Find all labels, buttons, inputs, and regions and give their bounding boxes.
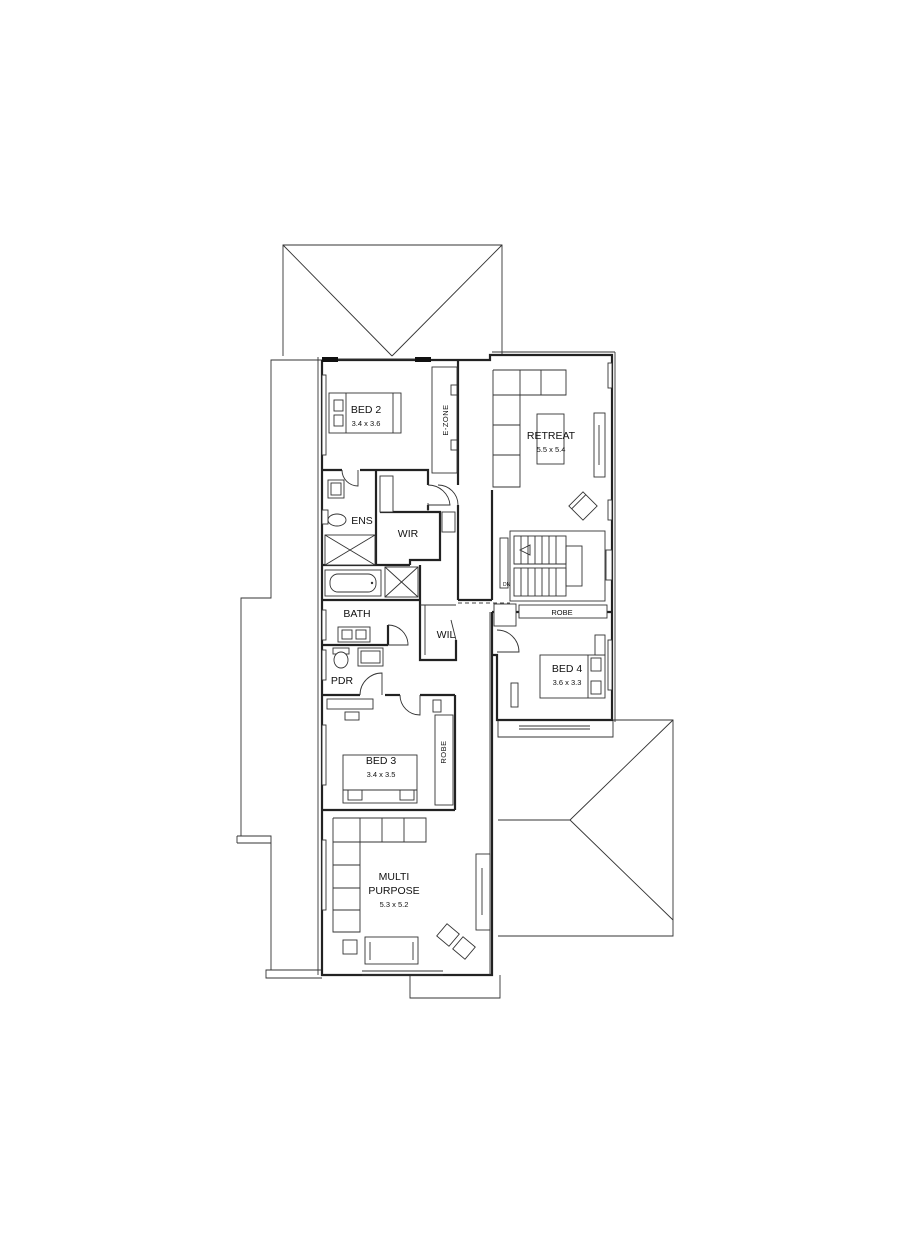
multi-purpose-size: 5.3 x 5.2 [380, 900, 409, 909]
roof-outlines [236, 244, 674, 999]
e-zone-desk [431, 366, 458, 474]
bed3-furniture [321, 698, 454, 806]
stairs-dn-label: DN [503, 582, 511, 588]
bath-fixtures [321, 566, 419, 643]
bed3-label: BED 3 [366, 755, 397, 767]
bed3-size: 3.4 x 3.5 [367, 770, 396, 779]
bed2-size: 3.4 x 3.6 [352, 419, 381, 428]
bed4-furniture [510, 634, 613, 708]
multi-purpose-label-1: MULTI [379, 871, 410, 883]
pdr-fixtures [321, 647, 384, 681]
pdr-label: PDR [331, 675, 354, 687]
robe-label: ROBE [551, 608, 572, 617]
retreat-furniture [492, 362, 613, 521]
retreat-size: 5.5 x 5.4 [537, 445, 566, 454]
wil [420, 604, 457, 655]
stairs [499, 530, 613, 602]
ens-label: ENS [351, 515, 373, 527]
ezone-label: E-ZONE [441, 404, 450, 435]
wir-label: WIR [398, 528, 419, 540]
bath-label: BATH [343, 608, 370, 620]
multi-purpose-label-2: PURPOSE [368, 885, 419, 897]
doors [341, 469, 520, 716]
room-labels: BED 2 3.4 x 3.6 E-ZONE RETREAT 5.5 x 5.4… [331, 404, 582, 909]
bed2-furniture [321, 374, 402, 456]
bed4-robe [493, 603, 608, 627]
bed4-size: 3.6 x 3.3 [553, 678, 582, 687]
ensuite-fixtures [321, 475, 456, 566]
bed2-label: BED 2 [351, 404, 382, 416]
bed4-label: BED 4 [552, 663, 583, 675]
multi-purpose-furniture [321, 817, 491, 965]
wil-label: WIL [437, 629, 456, 641]
retreat-label: RETREAT [527, 430, 576, 442]
bed3-robe-label: ROBE [439, 740, 448, 763]
